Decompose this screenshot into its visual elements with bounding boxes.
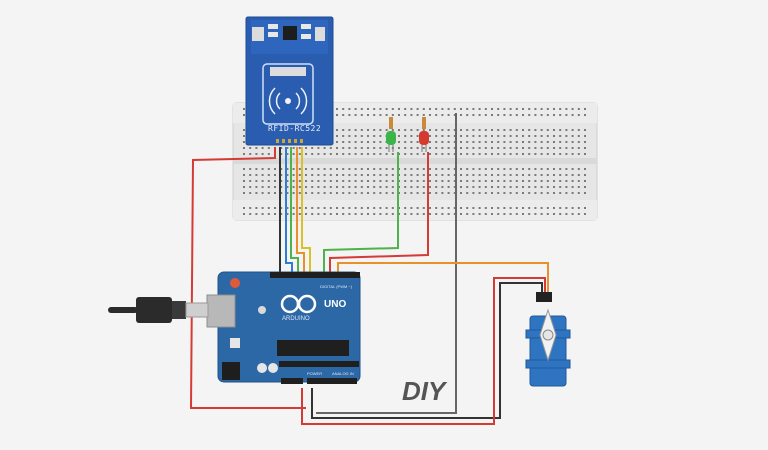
wire-orange-servo: [337, 262, 549, 300]
wire-gray-ground: [316, 113, 457, 414]
green-led: [386, 117, 396, 152]
digital-label: DIGITAL (PWM ~): [320, 284, 353, 289]
wire-yellow-rfid: [301, 147, 311, 273]
rfid-module: RFID-RC522: [245, 16, 334, 146]
power-label: POWER: [307, 371, 322, 376]
wire-orange-rfid: [296, 147, 305, 273]
wire-red-power: [189, 147, 306, 409]
wire-red-servo: [301, 277, 546, 425]
wire-blue-rfid: [285, 147, 293, 273]
arduino-brand: ARDUINO: [282, 316, 310, 322]
wire-black-servo: [311, 282, 543, 419]
usb-cable: [108, 297, 209, 323]
wire-green-rfid: [290, 147, 299, 273]
analog-label: ANALOG IN: [332, 371, 354, 376]
wire-red-led: [329, 152, 429, 273]
wires: [189, 113, 549, 425]
reset-button: [230, 278, 240, 288]
arduino-uno: UNO ARDUINO DIGITAL (PWM ~) POWER ANALOG…: [206, 271, 361, 384]
rfid-label: RFID-RC522: [268, 124, 321, 133]
wire-green-led: [323, 152, 399, 273]
servo-motor: [525, 292, 571, 387]
diy-watermark: DIY: [402, 376, 448, 406]
uno-label: UNO: [324, 299, 346, 310]
red-led: [419, 117, 429, 152]
